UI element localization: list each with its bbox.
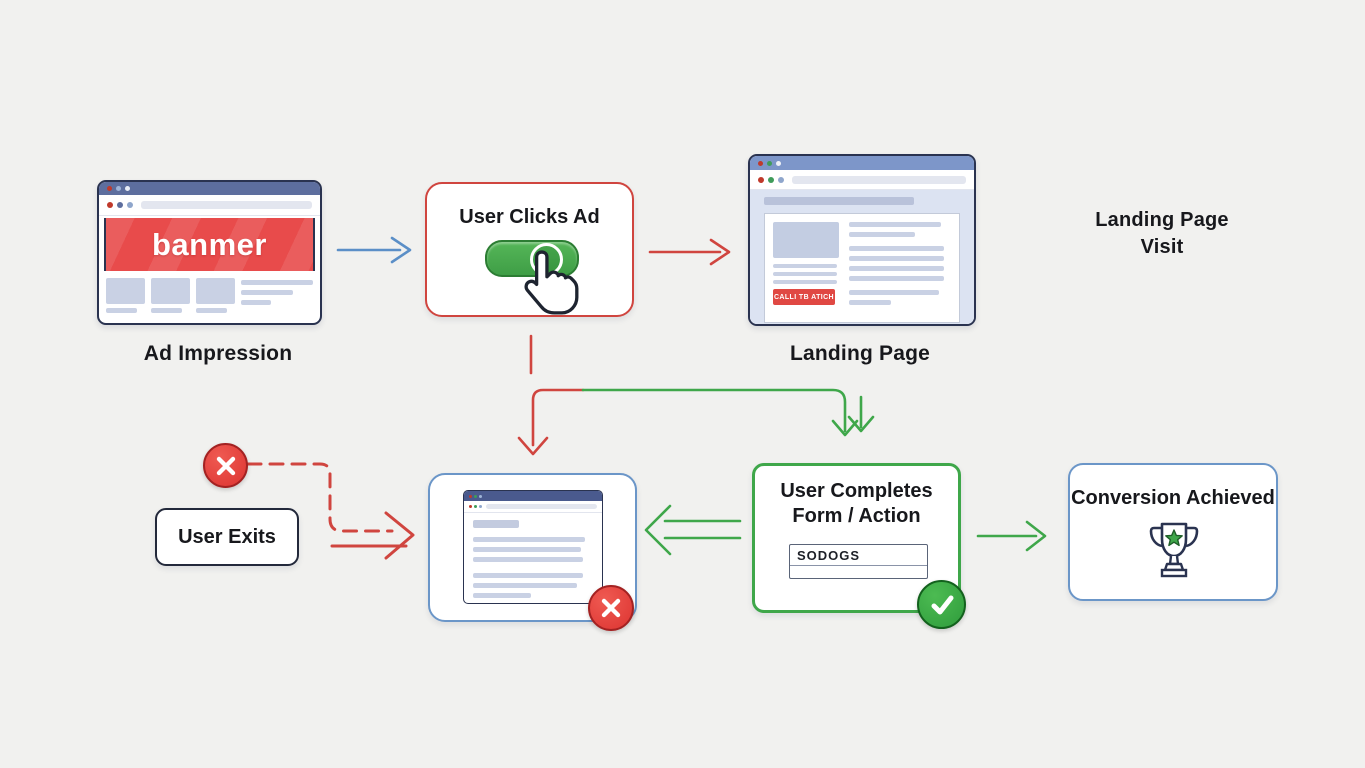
toolbar-dot-blue [778, 176, 784, 183]
user-clicks-ad-title: User Clicks Ad [459, 206, 600, 228]
toolbar-dot-green [768, 176, 774, 183]
window-dot-red [758, 160, 763, 166]
bounce-x-icon [588, 585, 634, 631]
landing-card: CALLI TB ATICH [764, 213, 960, 323]
trophy-icon [1149, 522, 1199, 578]
landing-right-col [849, 222, 944, 314]
form-input: SODOGS [789, 544, 928, 579]
mini-browser [463, 490, 603, 604]
user-exits-label: User Exits [178, 525, 276, 548]
thumb-placeholder [106, 278, 145, 313]
window-dot-green [767, 160, 772, 166]
toolbar-dot-slate [117, 202, 123, 208]
form-title-line1: User Completes [780, 480, 933, 502]
arrow-impression-to-click [336, 236, 412, 264]
form-title-line2: Form / Action [792, 505, 921, 527]
landing-page-browser: CALLI TB ATICH [748, 154, 976, 326]
arrow-click-to-landing [648, 238, 731, 266]
window-dot-white [125, 186, 130, 191]
text-line-placeholders [241, 278, 313, 313]
thumb-placeholder [151, 278, 190, 313]
user-exits-node: User Exits [155, 508, 299, 566]
hand-cursor-icon [524, 250, 579, 315]
exit-x-icon [203, 443, 248, 488]
cta-button: CALLI TB ATICH [773, 289, 835, 305]
browser-toolbar [750, 170, 974, 190]
landing-page-visit-label: Landing Page Visit [1095, 209, 1229, 258]
browser-titlebar [99, 182, 320, 195]
form-input-text: SODOGS [790, 545, 927, 566]
arrow-landing-to-form [581, 388, 875, 437]
window-dot-white [776, 160, 781, 166]
arrow-form-to-conversion [976, 520, 1047, 552]
window-dot-blue [116, 186, 121, 191]
ad-banner: banmer [104, 218, 315, 271]
ad-impression-label: Ad Impression [143, 342, 293, 365]
heading-placeholder [764, 197, 914, 205]
landing-body: CALLI TB ATICH [750, 190, 974, 324]
ad-banner-text: banmer [152, 226, 267, 262]
browser-toolbar [99, 195, 320, 216]
arrow-form-to-page-left [644, 504, 742, 556]
ad-impression-browser: banmer [97, 180, 322, 325]
success-check-icon [917, 580, 966, 629]
form-input-empty-row [790, 566, 927, 578]
conversion-title: Conversion Achieved [1071, 487, 1275, 509]
landing-page-label: Landing Page [789, 342, 931, 365]
toolbar-dot-red [107, 202, 113, 208]
conversion-achieved-node: Conversion Achieved [1068, 463, 1278, 601]
landing-left-col: CALLI TB ATICH [773, 222, 839, 314]
browser-titlebar [750, 156, 974, 170]
toolbar-dot-red [758, 176, 764, 183]
arrow-click-to-exit-page [517, 388, 585, 456]
thumb-placeholder [196, 278, 235, 313]
toolbar-dot-lightblue [127, 202, 133, 208]
address-bar [792, 175, 966, 184]
page-content-placeholders [99, 273, 320, 313]
address-bar [141, 201, 312, 209]
window-dot-red [107, 186, 112, 191]
mini-content-placeholders [464, 513, 602, 603]
banner-wrap: banmer [99, 216, 320, 273]
